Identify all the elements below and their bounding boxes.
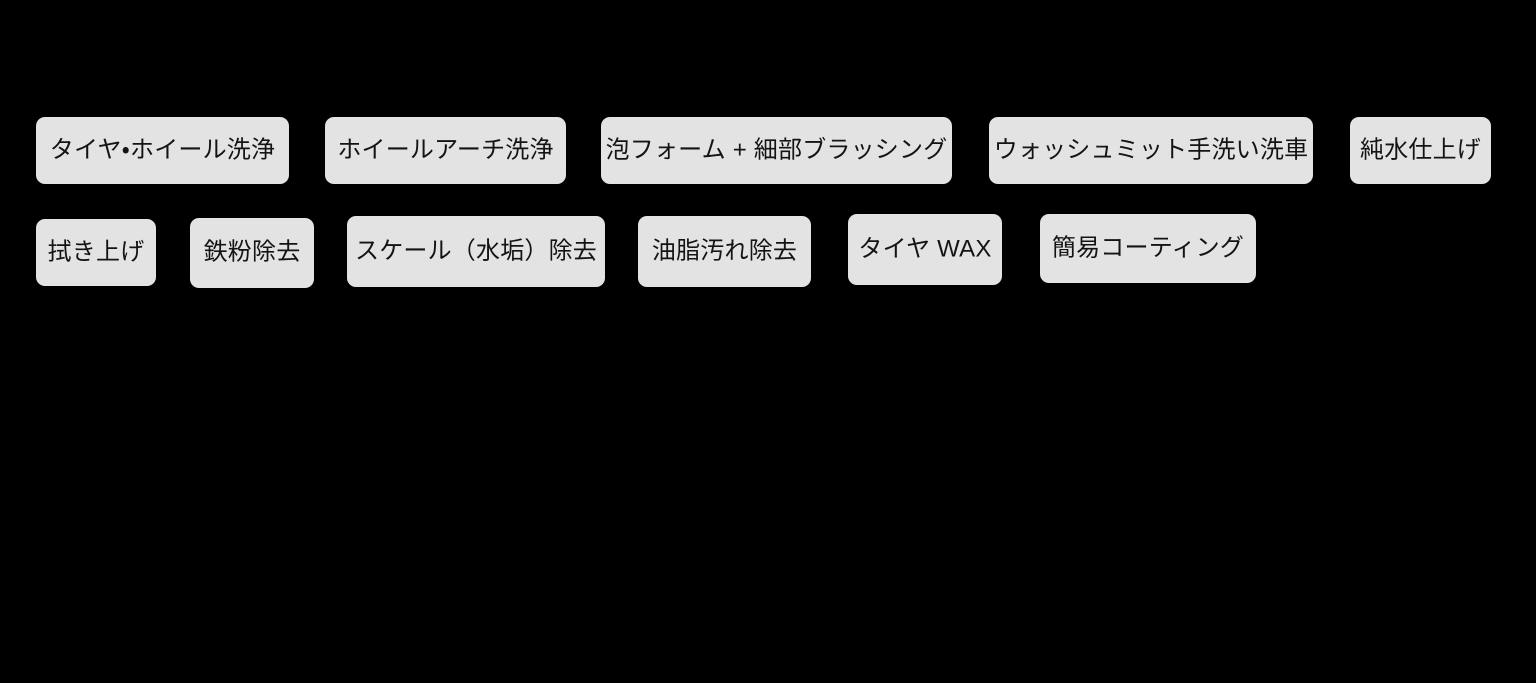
service-chip-label: ホイールアーチ洗浄 [337, 136, 554, 163]
service-chip-label: 簡易コーティング [1051, 234, 1245, 261]
service-chip-label: ウォッシュミット手洗い洗車 [993, 136, 1309, 163]
service-chip-label: 純水仕上げ [1360, 136, 1481, 163]
service-chip[interactable]: 簡易コーティング [1040, 214, 1256, 283]
service-chip[interactable]: タイヤ WAX [848, 214, 1002, 285]
service-chip[interactable]: 鉄粉除去 [190, 218, 314, 288]
service-chip[interactable]: スケール（水垢）除去 [347, 216, 605, 287]
service-chip-label: 油脂汚れ除去 [651, 237, 798, 264]
service-chip[interactable]: ホイールアーチ洗浄 [325, 117, 566, 184]
service-chip[interactable]: 拭き上げ [36, 219, 156, 286]
service-chip[interactable]: 油脂汚れ除去 [638, 216, 811, 287]
service-chip[interactable]: 純水仕上げ [1350, 117, 1491, 184]
service-chip[interactable]: 泡フォーム + 細部ブラッシング [601, 117, 952, 184]
service-chip-label: タイヤ WAX [858, 235, 992, 262]
service-chip-label: 泡フォーム + 細部ブラッシング [605, 136, 948, 163]
service-chip-label: タイヤ・ホイール洗浄 [49, 136, 276, 163]
service-chip-label: スケール（水垢）除去 [355, 237, 597, 264]
service-chip-label: 鉄粉除去 [203, 238, 301, 266]
service-chip[interactable]: タイヤ・ホイール洗浄 [36, 117, 289, 184]
service-chip-label: 拭き上げ [47, 238, 145, 265]
service-chip[interactable]: ウォッシュミット手洗い洗車 [989, 117, 1313, 184]
